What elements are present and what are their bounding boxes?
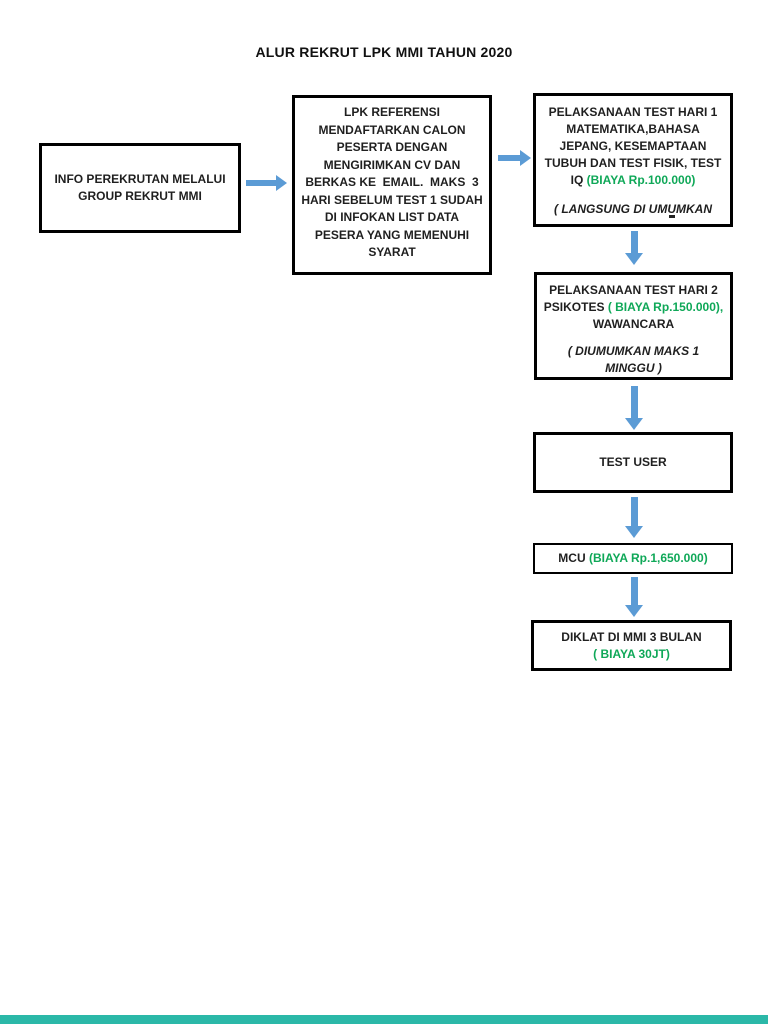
- flow-node-test-hari-2: PELAKSANAAN TEST HARI 2 PSIKOTES ( BIAYA…: [534, 272, 733, 380]
- node-text-line: MENDAFTARKAN CALON: [318, 122, 466, 137]
- arrow-head-icon: [625, 605, 643, 617]
- node-text-line: MATEMATIKA,BAHASA: [566, 122, 700, 136]
- node-text-line: GROUP REKRUT MMI: [78, 189, 202, 203]
- node-text-segment: PSIKOTES: [543, 300, 608, 314]
- cost-text: ( BIAYA 30JT): [593, 646, 670, 661]
- node-text-line: PELAKSANAAN TEST HARI 2: [549, 283, 718, 297]
- node-text-line: LPK REFERENSI: [343, 105, 440, 119]
- cost-text: (BIAYA Rp.100.000): [586, 173, 696, 187]
- arrow-shaft: [630, 386, 638, 419]
- node-text-line: TUBUH DAN TEST FISIK, TEST: [544, 156, 722, 170]
- node-note-line: ( LANGSUNG DI UMUMKAN: [554, 202, 712, 216]
- flow-node-lpk-referensi: LPK REFERENSI MENDAFTARKAN CALON PESERTA…: [292, 95, 492, 275]
- page-title: ALUR REKRUT LPK MMI TAHUN 2020: [255, 44, 513, 60]
- node-text-segment: IQ: [570, 173, 587, 187]
- node-note-line: MINGGU ): [605, 361, 662, 375]
- clipped-text-fragment: [669, 215, 675, 218]
- node-note-line: ( DIUMUMKAN MAKS 1: [567, 344, 700, 358]
- node-text-line: WAWANCARA: [592, 317, 675, 331]
- cost-text: ( BIAYA Rp.150.000),: [607, 300, 724, 314]
- arrow-down-test2-to-testuser: [625, 386, 643, 430]
- node-text-line: JEPANG, KESEMAPTAAN: [559, 139, 707, 153]
- node-text-line: HARI SEBELUM TEST 1 SUDAH: [301, 192, 483, 207]
- arrow-shaft: [630, 577, 638, 606]
- node-text-line: IQ (BIAYA Rp.100.000): [538, 172, 728, 189]
- arrow-head-icon: [625, 526, 643, 538]
- node-text-line: TEST USER: [599, 455, 667, 469]
- node-text-line: MCU (BIAYA Rp.1,650.000): [535, 550, 731, 567]
- node-text-line: DIKLAT DI MMI 3 BULAN: [561, 629, 702, 644]
- arrow-head-icon: [520, 150, 531, 166]
- flow-node-test-hari-1: PELAKSANAAN TEST HARI 1 MATEMATIKA,BAHAS…: [533, 93, 733, 227]
- node-text-line: INFO PEREKRUTAN MELALUI: [54, 172, 226, 186]
- node-text-line: MENGIRIMKAN CV DAN: [323, 157, 461, 172]
- flow-node-info-perekrutan: INFO PEREKRUTAN MELALUI GROUP REKRUT MMI: [39, 143, 241, 233]
- arrow-head-icon: [276, 175, 287, 191]
- flow-node-mcu: MCU (BIAYA Rp.1,650.000): [533, 543, 733, 574]
- arrow-shaft: [630, 231, 638, 254]
- arrow-right-info-to-lpk: [246, 175, 287, 191]
- node-text-line: SYARAT: [368, 245, 416, 259]
- arrow-shaft: [498, 155, 521, 161]
- arrow-down-test1-to-test2: [625, 231, 643, 265]
- node-text-line: DI INFOKAN LIST DATA: [324, 210, 460, 224]
- arrow-shaft: [246, 180, 277, 186]
- viewer-progress-bar[interactable]: [0, 1015, 768, 1024]
- flow-node-diklat: DIKLAT DI MMI 3 BULAN ( BIAYA 30JT): [531, 620, 732, 671]
- node-text-line: PESERA YANG MEMENUHI: [314, 227, 470, 242]
- flow-node-test-user: TEST USER: [533, 432, 733, 493]
- arrow-shaft: [630, 497, 638, 527]
- arrow-down-mcu-to-diklat: [625, 577, 643, 617]
- node-text-line: PSIKOTES ( BIAYA Rp.150.000),: [539, 299, 728, 316]
- arrow-head-icon: [625, 418, 643, 430]
- arrow-down-testuser-to-mcu: [625, 497, 643, 538]
- node-text-segment: MCU: [558, 551, 589, 565]
- arrow-right-lpk-to-test1: [498, 150, 531, 166]
- arrow-head-icon: [625, 253, 643, 265]
- node-text-line: BERKAS KE EMAIL. MAKS 3: [305, 175, 479, 189]
- node-text-line: PESERTA DENGAN: [336, 140, 448, 154]
- node-text-line: PELAKSANAAN TEST HARI 1: [548, 105, 718, 119]
- cost-text: (BIAYA Rp.1,650.000): [588, 551, 708, 565]
